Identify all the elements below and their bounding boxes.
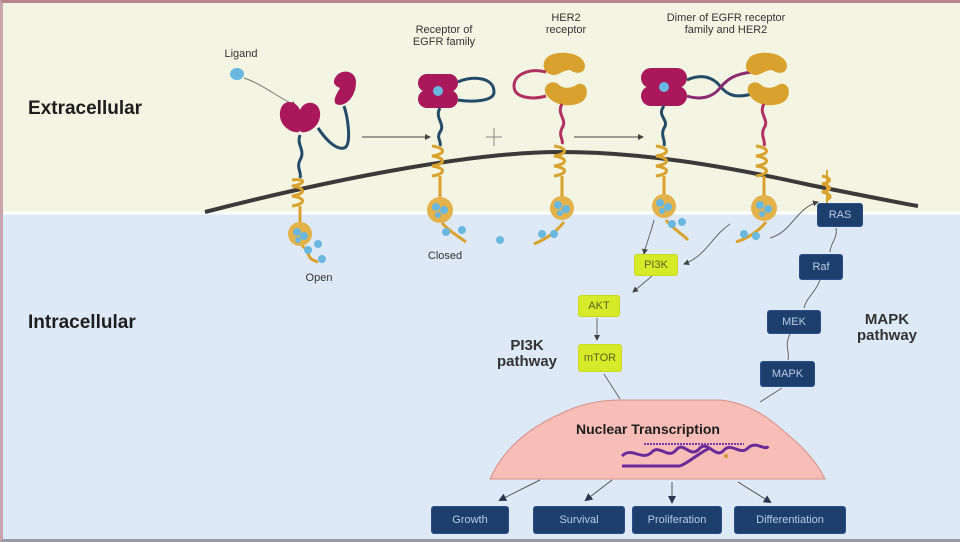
mapk-pathway-title-line2: pathway xyxy=(856,327,917,344)
akt-node: AKT xyxy=(578,295,620,317)
arrow-pi3k-to-akt xyxy=(632,275,653,293)
mek-node: MEK xyxy=(767,310,821,334)
link-mek-mapk xyxy=(786,333,791,361)
arrow-to-differentiation xyxy=(737,481,772,504)
pi3k-pathway-title-line2: pathway xyxy=(496,353,557,370)
outcome-growth: Growth xyxy=(431,506,509,534)
arrow-her2-to-ras xyxy=(769,200,819,239)
her2-receptor xyxy=(512,52,587,246)
plus-sign xyxy=(486,128,502,146)
dimer-label-line2: family and HER2 xyxy=(684,24,768,36)
ligand-label: Ligand xyxy=(224,48,258,60)
link-ras-raf xyxy=(829,227,837,253)
link-mtor-nucleus xyxy=(603,373,621,400)
link-mapk-nucleus xyxy=(759,387,783,403)
extracellular-label: Extracellular xyxy=(28,98,143,119)
mapk-pathway-title-line1: MAPK xyxy=(864,311,910,328)
outcome-survival: Survival xyxy=(533,506,625,534)
arrow-her2-to-pi3k xyxy=(683,223,731,266)
arrow-to-survival xyxy=(584,479,613,502)
closed-label: Closed xyxy=(427,250,463,262)
extracellular-region xyxy=(3,3,960,213)
dimer-label: Dimer of EGFR receptor family and HER2 xyxy=(636,12,816,36)
receptor-egfr-label: Receptor of EGFR family xyxy=(404,24,484,48)
dimer-her2-part xyxy=(735,52,789,244)
arrow-to-growth xyxy=(498,479,541,501)
receptor-egfr-label-line2: EGFR family xyxy=(412,36,476,48)
egfr-receptor-closed xyxy=(418,74,504,244)
link-raf-mek xyxy=(803,279,821,309)
mapk-pathway-title: MAPK pathway xyxy=(832,312,942,344)
arrow-receptor-to-pi3k xyxy=(642,219,655,255)
nucleus xyxy=(489,399,826,480)
pi3k-pathway-title: PI3K pathway xyxy=(482,338,572,370)
cell-membrane xyxy=(204,149,919,214)
her2-label: HER2 receptor xyxy=(536,12,596,36)
dna-strand-icon xyxy=(620,443,770,468)
intracellular-label: Intracellular xyxy=(28,312,136,333)
egfr-receptor-open xyxy=(279,71,356,264)
ras-membrane-anchor xyxy=(821,170,832,204)
dimer-label-line1: Dimer of EGFR receptor xyxy=(666,12,786,24)
ras-node: RAS xyxy=(817,203,863,227)
dimer-egfr-part xyxy=(641,68,753,242)
mapk-node: MAPK xyxy=(760,361,815,387)
pi3k-node: PI3K xyxy=(634,254,678,276)
open-label: Open xyxy=(305,272,333,284)
pi3k-pathway-title-line1: PI3K xyxy=(510,337,544,354)
outcome-differentiation: Differentiation xyxy=(734,506,846,534)
her2-label-line1: HER2 xyxy=(551,12,581,24)
nuclear-transcription-label: Nuclear Transcription xyxy=(576,421,720,437)
her2-label-line2: receptor xyxy=(545,24,587,36)
raf-node: Raf xyxy=(799,254,843,280)
mtor-node: mTOR xyxy=(578,344,622,372)
receptor-egfr-label-line1: Receptor of xyxy=(415,24,473,36)
outcome-proliferation: Proliferation xyxy=(632,506,722,534)
